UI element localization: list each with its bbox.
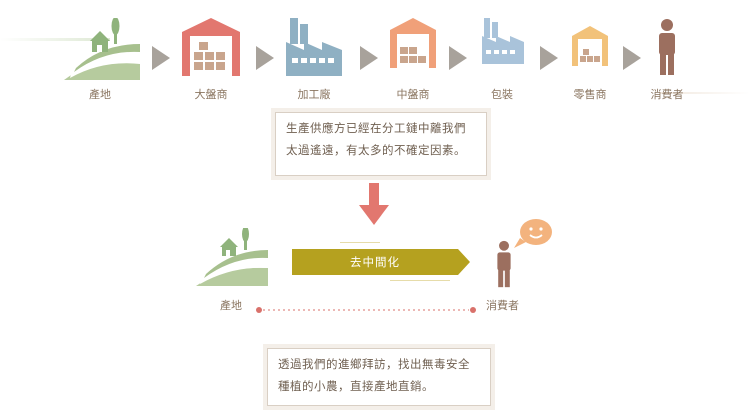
chevron-right-icon bbox=[152, 46, 170, 70]
arrow-down-icon bbox=[359, 183, 389, 225]
chain-arrow-1 bbox=[152, 46, 170, 74]
problem-line-1: 生產供應方已經在分工鏈中離我們 bbox=[286, 121, 466, 135]
farm-icon bbox=[64, 18, 140, 80]
chain-label-origin: 產地 bbox=[89, 88, 111, 101]
solution-consumer bbox=[494, 240, 514, 292]
chain-label-wholesaler: 大盤商 bbox=[194, 88, 228, 101]
chain-item-retailer bbox=[572, 18, 642, 98]
problem-line-2: 太過遙遠，有太多的不確定因素。 bbox=[286, 143, 466, 157]
person-icon bbox=[659, 19, 675, 75]
disintermediation-band bbox=[292, 247, 472, 281]
approach-line-2: 種植的小農，直接產地直銷。 bbox=[278, 379, 434, 393]
chain-item-middleman bbox=[390, 18, 460, 98]
chain-arrow-5 bbox=[540, 46, 558, 74]
warehouse-icon bbox=[390, 18, 436, 68]
chevron-right-icon bbox=[623, 46, 641, 70]
factory-icon bbox=[286, 18, 342, 76]
approach-box: 透過我們的進鄉拜訪，找出無毒安全 種植的小農，直接產地直銷。 bbox=[267, 348, 491, 406]
smile-bubble bbox=[514, 218, 554, 254]
smile-icon bbox=[514, 219, 552, 248]
problem-box: 生產供應方已經在分工鏈中離我們 太過遙遠，有太多的不確定因素。 bbox=[275, 112, 487, 176]
solution-consumer-label: 消費者 bbox=[486, 299, 519, 312]
approach-line-1: 透過我們的進鄉拜訪，找出無毒安全 bbox=[278, 357, 470, 371]
down-arrow bbox=[359, 183, 389, 229]
chain-arrow-3 bbox=[360, 46, 378, 74]
chevron-right-icon bbox=[540, 46, 558, 70]
chain-arrow-4 bbox=[449, 46, 467, 74]
solution-origin bbox=[196, 226, 268, 290]
chevron-right-icon bbox=[449, 46, 467, 70]
solution-origin-label: 產地 bbox=[220, 299, 242, 312]
header-fade-line bbox=[0, 38, 110, 41]
warehouse-icon bbox=[182, 18, 240, 76]
chain-item-consumer bbox=[656, 18, 726, 98]
chain-arrow-2 bbox=[256, 46, 274, 74]
direct-connector bbox=[255, 299, 477, 318]
band-bottom-line bbox=[390, 280, 450, 281]
chain-item-wholesaler bbox=[182, 18, 252, 98]
chain-item-origin bbox=[62, 18, 140, 98]
chevron-right-icon bbox=[360, 46, 378, 70]
chain-label-consumer: 消費者 bbox=[650, 88, 684, 101]
chain-label-middleman: 中盤商 bbox=[396, 88, 430, 101]
chain-label-retailer: 零售商 bbox=[573, 88, 607, 101]
chain-label-processing: 加工廠 bbox=[297, 88, 331, 101]
chain-item-processing bbox=[286, 18, 356, 98]
factory-icon bbox=[482, 18, 524, 64]
header-fade-line-right bbox=[660, 92, 750, 94]
chain-label-packaging: 包裝 bbox=[491, 88, 513, 101]
chain-arrow-6 bbox=[623, 46, 641, 74]
farm-icon bbox=[196, 226, 268, 286]
person-icon bbox=[497, 240, 511, 288]
band-top-line bbox=[340, 242, 380, 243]
warehouse-icon bbox=[572, 26, 608, 66]
chevron-right-icon bbox=[256, 46, 274, 70]
band-label: 去中間化 bbox=[350, 255, 400, 269]
chain-item-packaging bbox=[482, 18, 552, 98]
